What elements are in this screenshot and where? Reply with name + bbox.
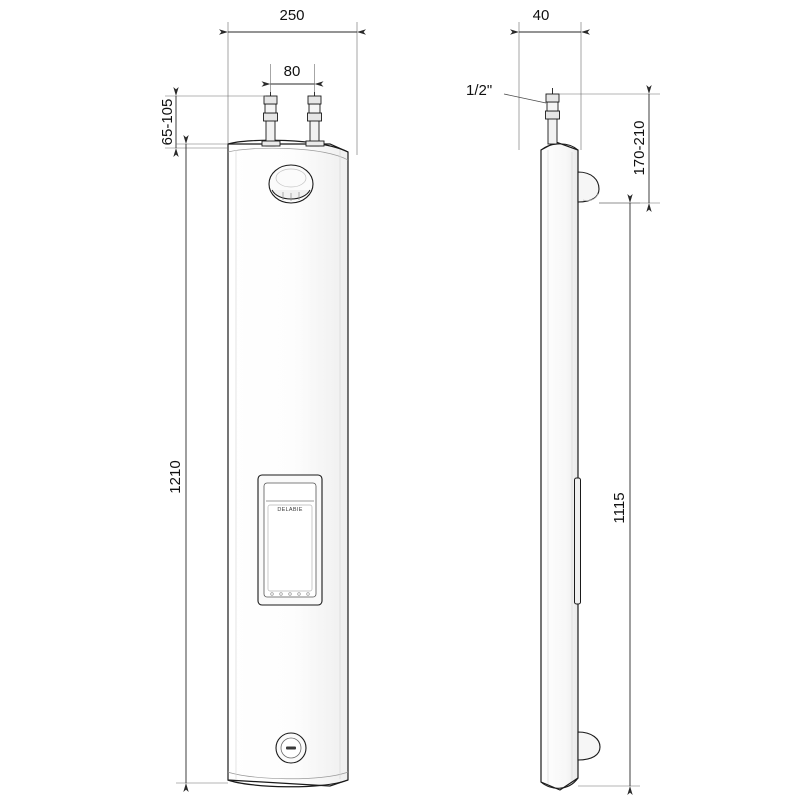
dim-side-total-height: 1115 xyxy=(611,492,628,523)
dim-side-inlet-height: 170-210 xyxy=(631,120,648,175)
front-showerhead xyxy=(268,164,314,204)
side-dimensions: 40 1/2" 170-210 1115 xyxy=(466,7,660,795)
dim-front-total-height: 1210 xyxy=(167,460,184,493)
front-dimensions: 250 80 65-105 1210 xyxy=(159,7,366,792)
side-panel-body xyxy=(540,141,579,791)
front-inlet-right xyxy=(305,92,325,147)
dim-side-thread: 1/2" xyxy=(466,82,492,99)
side-inlet xyxy=(545,88,560,145)
front-view: DELABIE xyxy=(227,92,349,788)
control-plate-dots xyxy=(270,592,310,596)
dim-front-inlet-height: 65-105 xyxy=(159,99,176,146)
brand-label: DELABIE xyxy=(277,507,302,513)
dim-front-inlet-spacing: 80 xyxy=(284,63,301,80)
side-view xyxy=(540,88,601,791)
front-bottom-button xyxy=(275,732,307,764)
side-showerhead xyxy=(577,171,600,203)
dim-front-width: 250 xyxy=(279,7,304,24)
side-bottom-button xyxy=(577,731,601,761)
side-control-plate xyxy=(574,477,581,605)
front-control-plate: DELABIE xyxy=(257,474,323,606)
dim-side-depth: 40 xyxy=(533,7,550,24)
front-panel-body xyxy=(227,139,349,788)
front-inlet-left xyxy=(261,92,281,147)
